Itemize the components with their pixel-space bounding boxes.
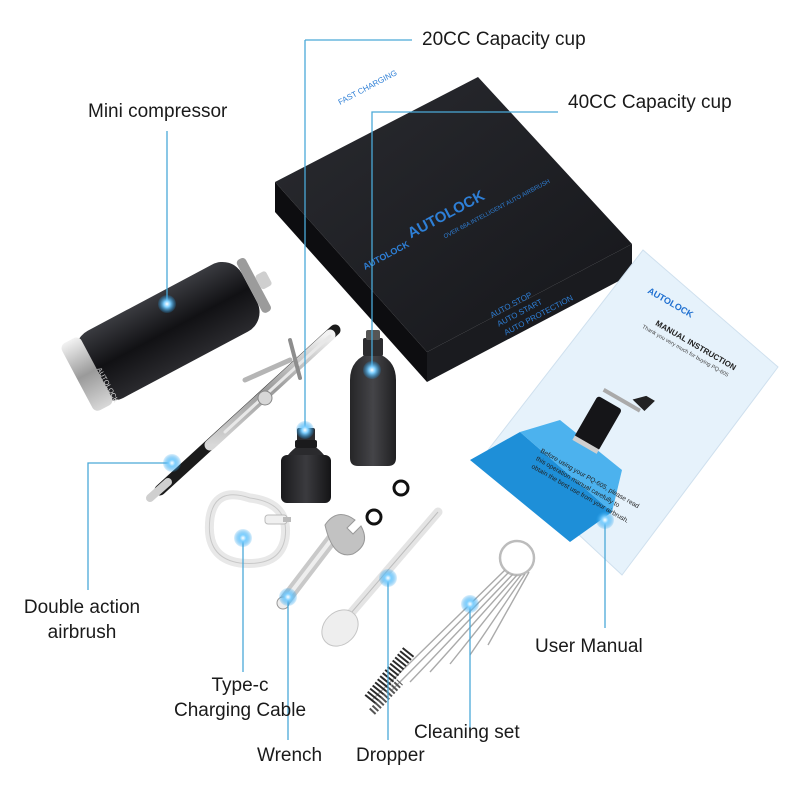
cup-20cc — [281, 428, 331, 503]
label-20cc-capacity-cup: 20CC Capacity cup — [422, 29, 586, 50]
label-user-manual: User Manual — [535, 636, 643, 657]
label-cleaning-set: Cleaning set — [414, 722, 520, 743]
label-dropper: Dropper — [356, 745, 425, 766]
mini-compressor: AUTOLOCK — [61, 257, 272, 411]
label-wrench: Wrench — [257, 745, 323, 766]
label-double-action-airbrush: Double action airbrush — [14, 595, 150, 645]
cleaning-set — [364, 539, 536, 715]
box-fast-charging: FAST CHARGING — [337, 68, 399, 107]
indicator-dots — [158, 295, 614, 613]
label-mini-compressor: Mini compressor — [88, 101, 228, 122]
dropper — [321, 507, 443, 647]
leader-lines — [87, 39, 606, 740]
label-40cc-capacity-cup: 40CC Capacity cup — [568, 92, 732, 113]
label-type-c-charging-cable: Type-c Charging Cable — [160, 673, 320, 723]
type-c-cable — [204, 490, 291, 568]
o-rings — [365, 479, 410, 526]
leader-cup40 — [371, 111, 558, 370]
label-cable-line-2: Charging Cable — [173, 700, 307, 721]
cup-40cc — [350, 330, 396, 466]
leader-airbrush — [87, 462, 172, 590]
label-airbrush-line-2: airbrush — [47, 622, 117, 643]
label-airbrush-line-1: Double action — [23, 597, 141, 618]
user-manual-sheet: AUTOLOCK MANUAL INSTRUCTION Thank you ve… — [470, 249, 779, 576]
label-cable-line-1: Type-c — [211, 675, 269, 696]
airbrush — [146, 324, 341, 502]
